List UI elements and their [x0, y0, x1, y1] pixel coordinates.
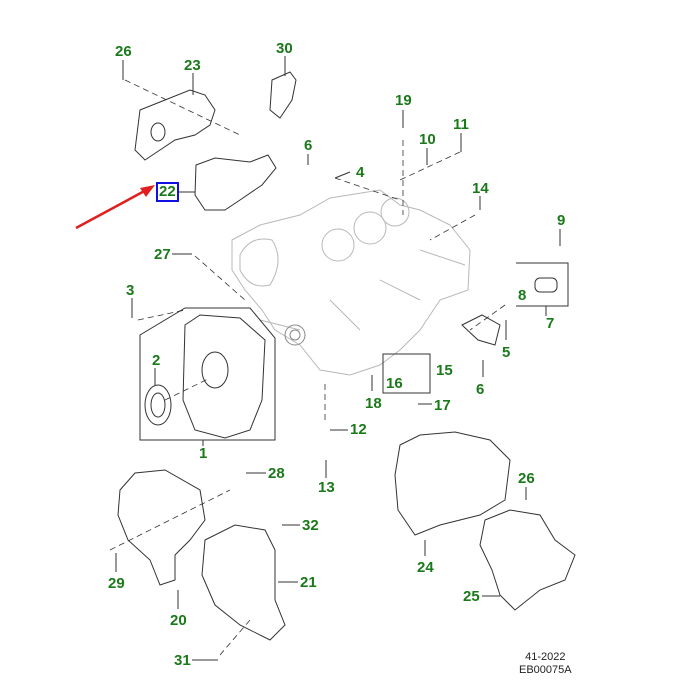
callout-2[interactable]: 2: [152, 352, 161, 369]
callout-9[interactable]: 9: [557, 212, 566, 229]
housing-24: [394, 431, 511, 536]
callout-10[interactable]: 10: [419, 131, 436, 148]
pointer-arrow: [75, 186, 151, 230]
callout-3[interactable]: 3: [126, 282, 135, 299]
diagram-code: EB00075A: [519, 664, 572, 676]
assembly-lines: [109, 79, 506, 656]
callout-25[interactable]: 25: [463, 588, 480, 605]
callout-6[interactable]: 6: [304, 137, 313, 154]
callout-26[interactable]: 26: [518, 470, 535, 487]
callout-12[interactable]: 12: [350, 421, 367, 438]
callout-11[interactable]: 11: [453, 116, 469, 133]
solenoid-7: [534, 277, 558, 293]
callout-7[interactable]: 7: [546, 315, 555, 332]
cover-20: [117, 469, 206, 586]
callout-28[interactable]: 28: [268, 465, 285, 482]
box-frames: [139, 262, 569, 441]
callout-20[interactable]: 20: [170, 612, 187, 629]
callout-23[interactable]: 23: [184, 57, 201, 74]
leader-lines: [115, 56, 561, 661]
callout-16[interactable]: 16: [386, 375, 403, 392]
callout-19[interactable]: 19: [395, 92, 412, 109]
cover-23: [134, 89, 216, 161]
callout-30[interactable]: 30: [276, 40, 293, 57]
callout-17[interactable]: 17: [434, 397, 451, 414]
bracket-22: [194, 154, 277, 211]
callout-24[interactable]: 24: [417, 559, 434, 576]
shield-30: [269, 71, 297, 119]
parts-outlines: [117, 71, 576, 641]
engine-block-ghost: [231, 189, 471, 376]
callout-14[interactable]: 14: [472, 180, 489, 197]
sensor-5: [461, 314, 501, 346]
callout-1[interactable]: 1: [199, 445, 208, 462]
callout-29[interactable]: 29: [108, 575, 125, 592]
callout-22-highlighted[interactable]: 22: [156, 182, 179, 202]
pointer-arrowhead: [140, 185, 155, 197]
callout-13[interactable]: 13: [318, 479, 335, 496]
callout-32[interactable]: 32: [302, 517, 319, 534]
bracket-25: [479, 509, 576, 611]
callout-8[interactable]: 8: [518, 287, 527, 304]
callout-5[interactable]: 5: [502, 344, 511, 361]
cover-21: [201, 524, 286, 641]
diagram-ref-number: 41-2022: [525, 651, 566, 663]
callout-15[interactable]: 15: [436, 362, 453, 379]
callout-26[interactable]: 26: [115, 43, 132, 60]
callout-27[interactable]: 27: [154, 246, 171, 263]
callout-6[interactable]: 6: [476, 381, 485, 398]
diagram-footer: 41-2022 EB00075A: [519, 651, 572, 677]
callout-4[interactable]: 4: [356, 164, 365, 181]
callout-18[interactable]: 18: [365, 395, 382, 412]
callout-31[interactable]: 31: [174, 652, 191, 669]
callout-21[interactable]: 21: [300, 574, 317, 591]
